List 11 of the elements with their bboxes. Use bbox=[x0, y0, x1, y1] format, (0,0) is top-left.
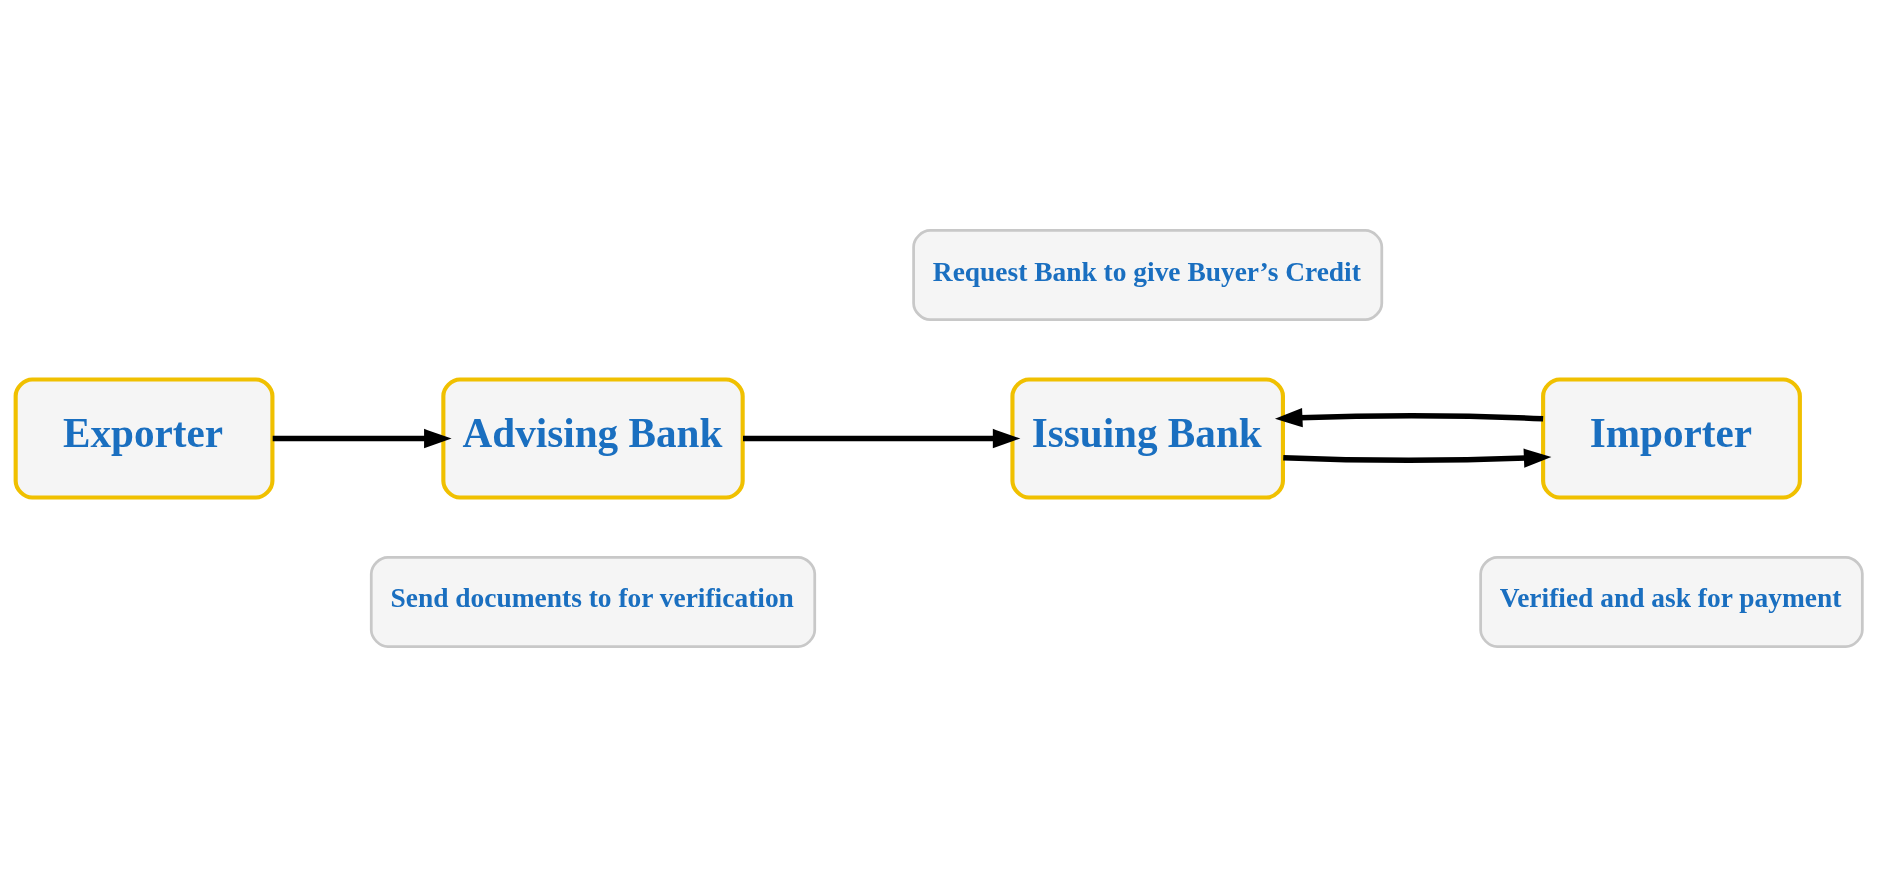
node-box: Exporter bbox=[13, 376, 275, 500]
arrow bbox=[1274, 407, 1544, 427]
node-box: Issuing Bank bbox=[1010, 376, 1285, 500]
node-box: Advising Bank bbox=[441, 376, 745, 500]
node-box: Verified and ask for payment bbox=[1479, 555, 1864, 648]
arrow bbox=[1283, 448, 1552, 468]
node-box: Request Bank to give Buyer’s Credit bbox=[912, 228, 1384, 321]
node-box: Importer bbox=[1541, 376, 1802, 500]
node-box: Send documents to for verification bbox=[369, 555, 817, 648]
arrow bbox=[272, 428, 452, 448]
arrow bbox=[743, 428, 1021, 448]
